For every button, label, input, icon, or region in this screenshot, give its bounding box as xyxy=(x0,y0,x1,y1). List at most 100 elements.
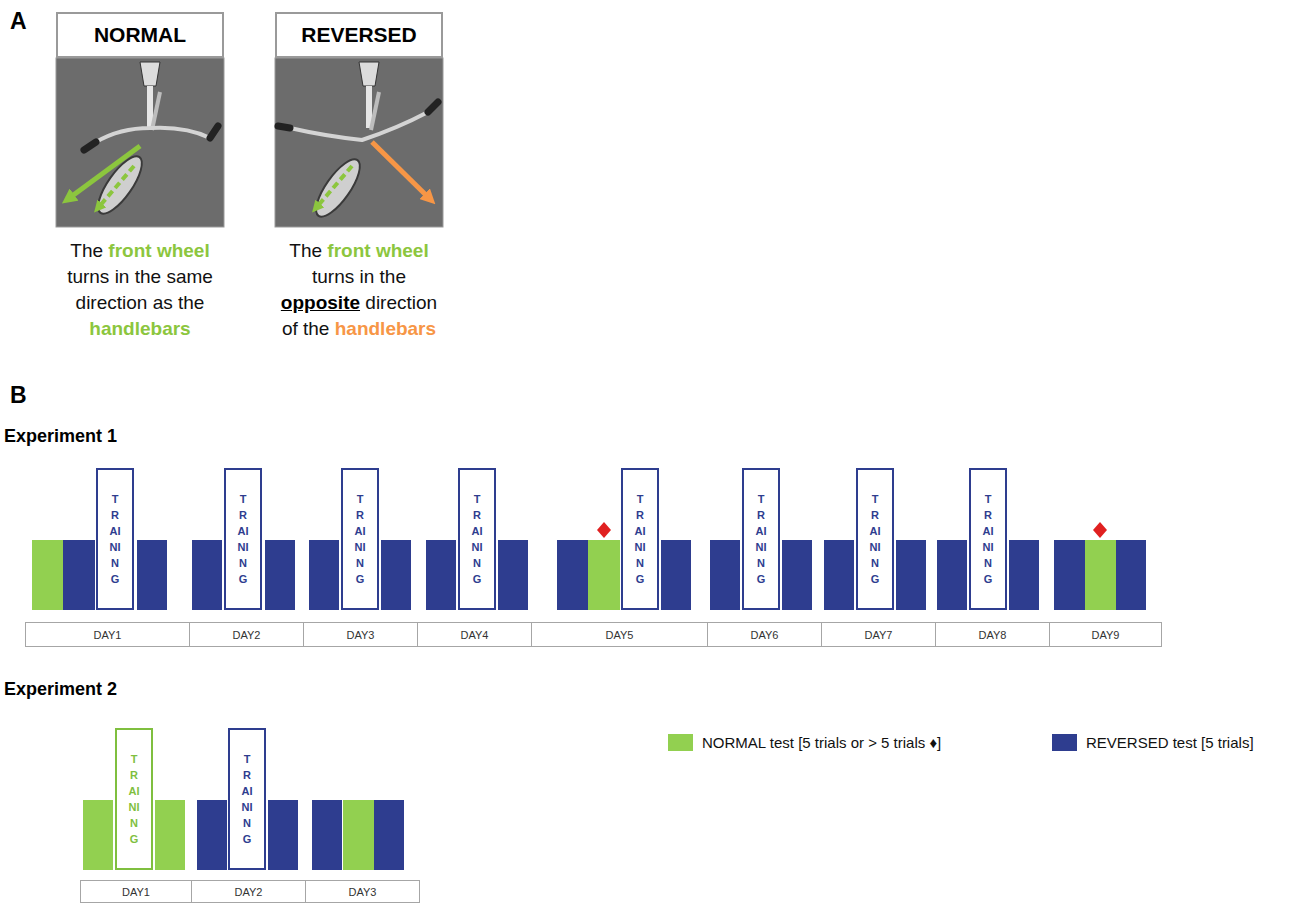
bicycle-frame xyxy=(152,92,160,130)
day-label: DAY4 xyxy=(461,629,489,641)
normal-test-block xyxy=(588,540,620,610)
reversed-test-block xyxy=(137,540,167,610)
bicycle-handlebars xyxy=(96,128,210,142)
training-letters: TRAINING xyxy=(472,491,483,587)
training-letters: TRAINING xyxy=(870,491,881,587)
day-cell: DAY3 xyxy=(303,622,418,647)
day-label: DAY2 xyxy=(233,629,261,641)
training-box: TRAINING xyxy=(224,468,262,610)
training-box: TRAINING xyxy=(115,728,153,870)
day-cell: DAY2 xyxy=(189,622,304,647)
experiment-title-group: Experiment 1 xyxy=(4,423,204,449)
caption: handlebars xyxy=(89,318,190,339)
panel-letter: A xyxy=(10,8,27,34)
reversed-test-block xyxy=(374,800,404,870)
training-letters: TRAINING xyxy=(355,491,366,587)
caption: opposite xyxy=(281,292,360,313)
day-label: DAY1 xyxy=(122,886,150,898)
bicycle-frame xyxy=(371,92,379,130)
caption: The xyxy=(70,240,103,261)
reversed-test-block xyxy=(268,800,298,870)
training-box: TRAINING xyxy=(969,468,1007,610)
caption: front wheel xyxy=(108,240,209,261)
training-box: TRAINING xyxy=(458,468,496,610)
panel-letter-group: A xyxy=(10,8,50,36)
normal-test-block xyxy=(32,540,63,610)
handlebar-grip xyxy=(428,102,438,112)
normal-test-block xyxy=(1085,540,1116,610)
bicycle-saddle xyxy=(359,62,379,86)
reversed-test-block xyxy=(63,540,95,610)
reversed-test-block xyxy=(381,540,411,610)
reversed-test-block xyxy=(312,800,342,870)
training-box: TRAINING xyxy=(341,468,379,610)
reversed-test-block xyxy=(824,540,854,610)
reversed-test-block xyxy=(192,540,222,610)
reversed-test-block xyxy=(1054,540,1085,610)
reversed-test-block xyxy=(1009,540,1039,610)
day-cell: DAY1 xyxy=(80,880,192,903)
training-letters: TRAINING xyxy=(635,491,646,587)
wheel-arrow xyxy=(98,166,134,208)
normal-test-block xyxy=(343,800,374,870)
training-letters: TRAINING xyxy=(242,751,253,847)
panel-letter: B xyxy=(10,382,27,408)
day-cell: DAY6 xyxy=(707,622,822,647)
reversed-test-block xyxy=(197,800,227,870)
day-cell: DAY8 xyxy=(935,622,1050,647)
day-cell: DAY5 xyxy=(531,622,708,647)
day-label: DAY2 xyxy=(235,886,263,898)
bicycle-saddle xyxy=(140,62,160,86)
front-wheel xyxy=(309,153,368,222)
day-cell: DAY2 xyxy=(191,880,306,903)
day-cell: DAY7 xyxy=(821,622,936,647)
condition-header: REVERSED xyxy=(275,12,443,58)
training-letters: TRAINING xyxy=(110,491,121,587)
panel-letter-group: B xyxy=(10,382,50,410)
experiment-title: Experiment 2 xyxy=(4,679,117,699)
training-letters: TRAINING xyxy=(983,491,994,587)
training-letters: TRAINING xyxy=(129,751,140,847)
reversed-test-block xyxy=(557,540,588,610)
handlebar-grip xyxy=(84,142,96,150)
legend-swatch xyxy=(668,734,693,751)
caption: turns in the xyxy=(312,266,406,287)
reversed-test-block xyxy=(661,540,691,610)
photo-frame xyxy=(275,58,443,227)
extra-trials-diamond xyxy=(1093,522,1107,538)
experiment-title: Experiment 1 xyxy=(4,426,117,446)
day-label: DAY9 xyxy=(1092,629,1120,641)
handlebar-grip xyxy=(278,126,290,128)
day-label: DAY5 xyxy=(606,629,634,641)
photo-ground xyxy=(275,58,443,227)
training-box: TRAINING xyxy=(96,468,134,610)
training-box: TRAINING xyxy=(742,468,780,610)
caption: turns in the same direction as the xyxy=(67,266,213,313)
photo-frame xyxy=(56,58,224,227)
legend-entry: NORMAL test [5 trials or > 5 trials ♦] xyxy=(668,734,941,751)
day-label: DAY8 xyxy=(979,629,1007,641)
condition-name: NORMAL xyxy=(94,23,186,47)
day-label: DAY7 xyxy=(865,629,893,641)
training-box: TRAINING xyxy=(621,468,659,610)
reversed-test-block xyxy=(309,540,339,610)
handlebar-arrow xyxy=(68,146,140,199)
day-cell: DAY9 xyxy=(1049,622,1162,647)
caption-group: The front wheel turns in the opposite di… xyxy=(271,238,447,342)
day-label: DAY3 xyxy=(347,629,375,641)
training-box: TRAINING xyxy=(228,728,266,870)
bicycle-handlebars xyxy=(290,112,428,140)
bicycle-photo xyxy=(275,58,443,227)
legend-label: NORMAL test [5 trials or > 5 trials ♦] xyxy=(702,734,941,751)
reversed-test-block xyxy=(498,540,528,610)
day-cell: DAY1 xyxy=(25,622,190,647)
handlebar-grip xyxy=(210,126,218,138)
legend-label: REVERSED test [5 trials] xyxy=(1086,734,1254,751)
legend-swatch xyxy=(1052,734,1077,751)
extra-trials-diamond xyxy=(597,522,611,538)
caption-group: The front wheel turns in the same direct… xyxy=(52,238,228,342)
reversed-test-block xyxy=(1116,540,1146,610)
day-label: DAY3 xyxy=(349,886,377,898)
